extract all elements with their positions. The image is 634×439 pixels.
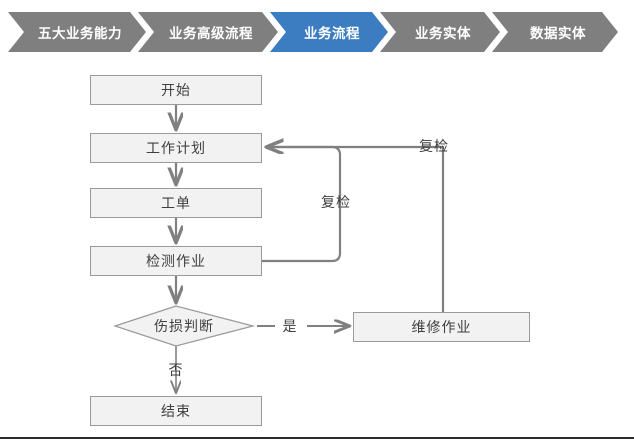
node-workorder[interactable]: 工单: [90, 188, 262, 218]
node-end[interactable]: 结束: [90, 396, 262, 426]
node-repair-label: 维修作业: [411, 320, 472, 336]
node-inspection[interactable]: 检测作业: [90, 246, 262, 276]
breadcrumb-item-4[interactable]: 业务实体: [380, 12, 500, 52]
breadcrumb-item-3-active[interactable]: 业务流程: [270, 12, 388, 52]
node-inspection-label: 检测作业: [146, 254, 206, 270]
edge-label-recheck-inner: 复检: [321, 195, 351, 211]
edge-label-no: 否: [168, 363, 184, 379]
breadcrumb-item-4-label: 业务实体: [415, 26, 471, 42]
edge-repair-recheck-to-workplan: [267, 147, 445, 312]
node-end-label: 结束: [161, 404, 191, 420]
breadcrumb-item-3-label: 业务流程: [304, 26, 360, 42]
breadcrumb-item-2-label: 业务高级流程: [169, 26, 253, 42]
node-repair[interactable]: 维修作业: [353, 312, 530, 342]
node-decision-shape[interactable]: [113, 305, 256, 347]
node-start-label: 开始: [161, 83, 191, 99]
edge-label-yes: 是: [282, 319, 298, 335]
breadcrumb-item-2[interactable]: 业务高级流程: [138, 12, 278, 52]
breadcrumb-item-1[interactable]: 五大业务能力: [8, 12, 146, 52]
edge-label-recheck-outer: 复检: [419, 139, 449, 155]
breadcrumb-item-5[interactable]: 数据实体: [492, 12, 618, 52]
breadcrumb-item-5-label: 数据实体: [530, 26, 586, 42]
breadcrumb-item-1-label: 五大业务能力: [38, 26, 122, 42]
node-workplan[interactable]: 工作计划: [90, 133, 262, 163]
node-start[interactable]: 开始: [90, 75, 262, 105]
node-workplan-label: 工作计划: [146, 141, 206, 157]
node-workorder-label: 工单: [161, 196, 191, 212]
breadcrumb: 五大业务能力 业务高级流程 业务流程 业务实体 数据实体: [0, 12, 634, 52]
